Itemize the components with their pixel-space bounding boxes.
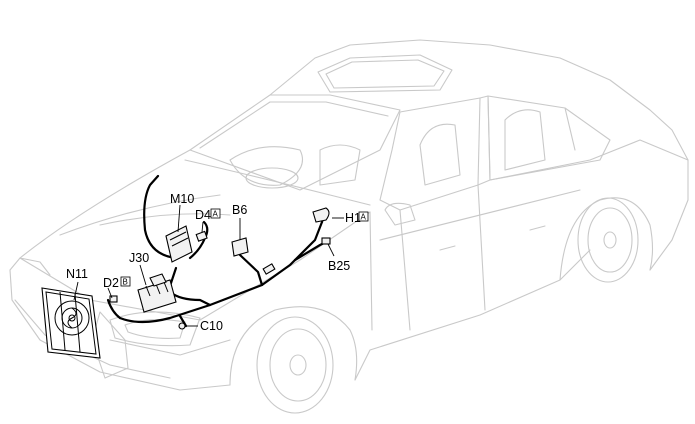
- label-d4-suffix: A: [213, 210, 219, 219]
- label-j30-code: J30: [129, 251, 149, 265]
- car-body: [9, 39, 689, 414]
- label-c10: C10: [200, 319, 223, 333]
- label-d4: D4 A: [195, 208, 221, 222]
- leader-lines: [73, 204, 344, 327]
- label-c10-code: C10: [200, 319, 223, 333]
- label-d2: D2 B: [103, 276, 131, 290]
- label-n11-code: N11: [66, 267, 88, 281]
- label-h1-code: H1: [345, 211, 361, 225]
- label-d4-code: D4: [195, 208, 211, 222]
- label-b25: B25: [328, 259, 350, 273]
- label-b25-code: B25: [328, 259, 350, 273]
- label-b6: B6: [232, 203, 247, 217]
- label-b6-code: B6: [232, 203, 247, 217]
- label-h1: H1 A: [345, 211, 369, 225]
- label-m10-code: M10: [170, 192, 194, 206]
- radiator-fan-assembly: [41, 287, 101, 359]
- label-h1-suffix: A: [361, 213, 367, 222]
- label-m10: M10: [170, 192, 194, 206]
- component-labels: N11 D2 B J30 M10 D4 A B6 H1 A B25: [66, 192, 369, 333]
- label-d2-suffix: B: [123, 278, 128, 287]
- label-d2-code: D2: [103, 276, 119, 290]
- components: [109, 207, 331, 330]
- label-j30: J30: [129, 251, 149, 265]
- label-n11: N11: [66, 267, 88, 281]
